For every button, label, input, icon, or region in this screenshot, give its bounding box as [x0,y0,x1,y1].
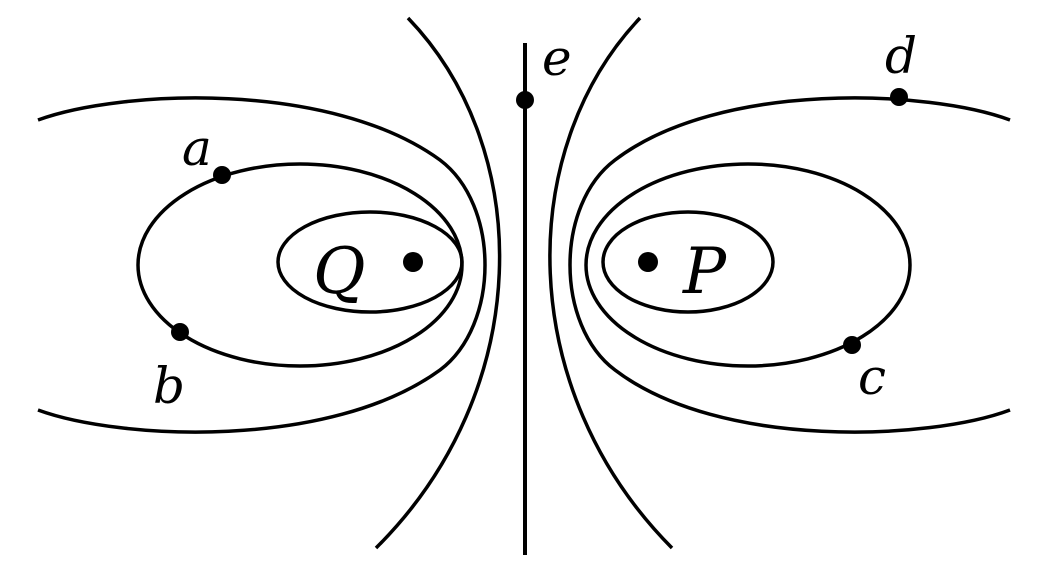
left-inner-curve [276,210,464,314]
charge-q-label: Q [313,235,365,309]
charge-q-dot [403,252,423,272]
charge-p-label: P [682,235,727,309]
left-open-curve [374,16,502,550]
point-b-dot [171,323,189,341]
point-a-dot [213,166,231,184]
right-inner-curve [601,210,775,314]
point-a-label: a [182,119,212,177]
point-d-dot [890,88,908,106]
left-outer-curve [37,96,487,434]
point-b-label: b [153,357,185,415]
point-e-label: e [542,29,572,87]
right-middle-curve [584,162,912,368]
charge-p-dot [638,252,658,272]
right-open-curve [548,16,674,550]
point-c-dot [843,336,861,354]
right-outer-curve [568,96,1011,434]
point-d-label: d [885,27,917,85]
point-e-dot [516,91,534,109]
left-middle-curve [136,162,464,368]
point-c-label: c [858,348,886,406]
